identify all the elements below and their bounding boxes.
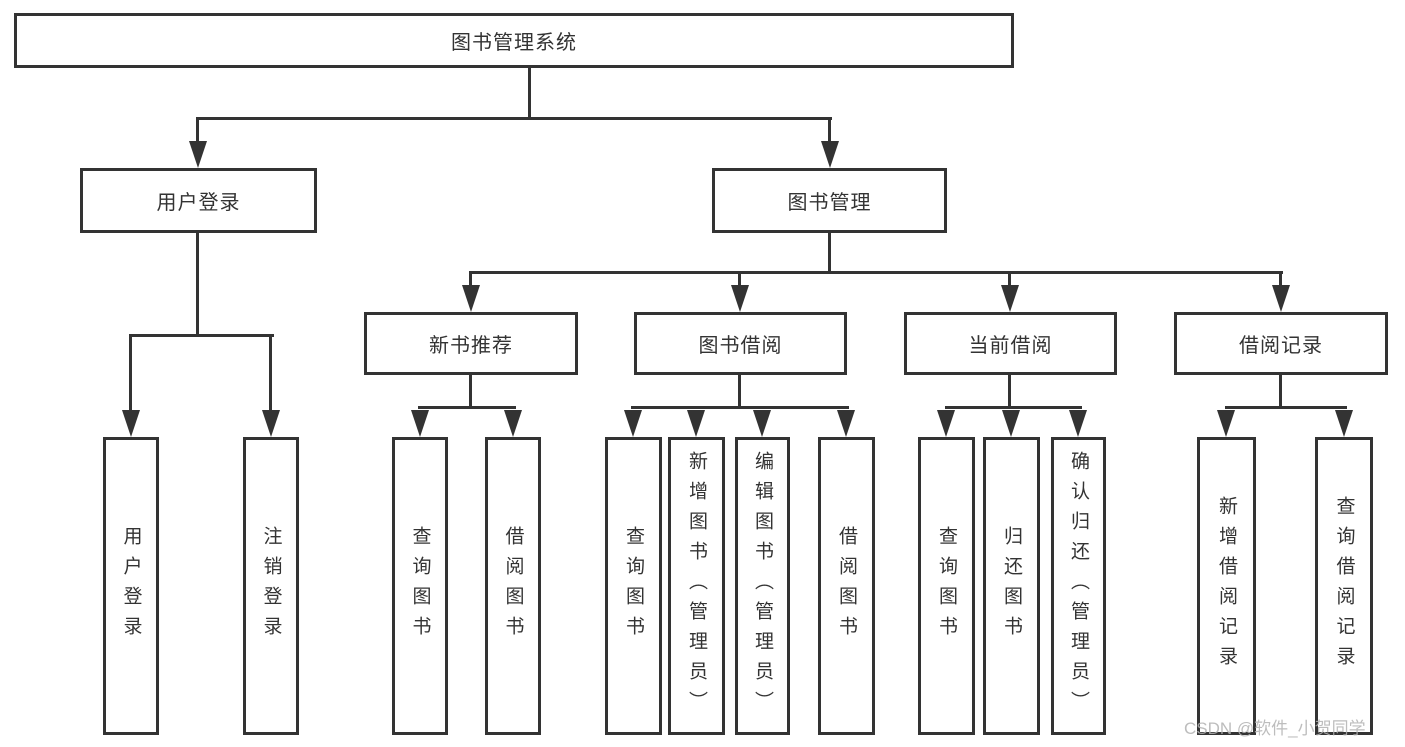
leaf-add-books-admin: 新增图书（管理员） — [668, 437, 725, 735]
leaf-label: 归还图书 — [1001, 526, 1022, 646]
node-book-borrowing: 图书借阅 — [634, 312, 847, 375]
arrowhead — [937, 410, 955, 437]
connector-line — [196, 233, 199, 337]
connector-line — [738, 271, 741, 287]
arrowhead — [753, 410, 771, 437]
arrowhead — [1335, 410, 1353, 437]
leaf-label: 注销登录 — [260, 526, 282, 646]
leaf-borrow-books: 借阅图书 — [818, 437, 875, 735]
leaf-query-books-current: 查询图书 — [918, 437, 975, 735]
leaf-label: 用户登录 — [120, 526, 142, 646]
arrowhead — [1069, 410, 1087, 437]
connector-line — [828, 117, 831, 145]
node-borrowing-records: 借阅记录 — [1174, 312, 1388, 375]
leaf-label: 借阅图书 — [502, 526, 524, 646]
node-label: 当前借阅 — [968, 335, 1053, 357]
node-label: 图书借阅 — [698, 335, 783, 357]
node-user-login: 用户登录 — [80, 168, 317, 233]
connector-line — [631, 406, 849, 409]
connector-line — [129, 334, 274, 337]
connector-line — [469, 271, 472, 287]
arrowhead — [189, 141, 207, 168]
leaf-query-books-recommend: 查询图书 — [392, 437, 448, 735]
arrowhead — [821, 141, 839, 168]
csdn-watermark: CSDN @软件_小贺同学 — [1184, 719, 1366, 738]
node-label: 新书推荐 — [429, 335, 513, 357]
leaf-label: 查询图书 — [409, 526, 431, 646]
leaf-borrow-books-recommend: 借阅图书 — [485, 437, 541, 735]
arrowhead — [624, 410, 642, 437]
node-label: 用户登录 — [156, 192, 241, 214]
arrowhead — [1001, 285, 1019, 312]
connector-line — [1279, 375, 1282, 409]
leaf-label: 借阅图书 — [836, 526, 857, 646]
connector-line — [1008, 271, 1011, 287]
arrowhead — [1272, 285, 1290, 312]
leaf-label: 新增借阅记录 — [1216, 496, 1237, 676]
node-label: 借阅记录 — [1239, 335, 1323, 357]
leaf-return-books: 归还图书 — [983, 437, 1040, 735]
leaf-user-login: 用户登录 — [103, 437, 159, 735]
connector-line — [469, 271, 1283, 274]
leaf-add-borrow-record: 新增借阅记录 — [1197, 437, 1256, 735]
leaf-label: 查询图书 — [623, 526, 644, 646]
leaf-confirm-return-admin: 确认归还（管理员） — [1051, 437, 1106, 735]
node-label: 图书管理系统 — [451, 32, 577, 54]
arrowhead — [731, 285, 749, 312]
connector-line — [1279, 271, 1282, 287]
node-label: 图书管理 — [787, 192, 872, 214]
node-book-management: 图书管理 — [712, 168, 947, 233]
connector-line — [738, 375, 741, 409]
connector-line — [418, 406, 516, 409]
leaf-query-books-borrow: 查询图书 — [605, 437, 662, 735]
node-current-borrowing: 当前借阅 — [904, 312, 1117, 375]
leaf-logout: 注销登录 — [243, 437, 299, 735]
connector-line — [828, 233, 831, 274]
node-library-management-system: 图书管理系统 — [14, 13, 1014, 68]
arrowhead — [837, 410, 855, 437]
connector-line — [129, 334, 132, 412]
arrowhead — [411, 410, 429, 437]
arrowhead — [1217, 410, 1235, 437]
leaf-edit-books-admin: 编辑图书（管理员） — [735, 437, 790, 735]
leaf-query-borrow-record: 查询借阅记录 — [1315, 437, 1373, 735]
leaf-label: 编辑图书（管理员） — [752, 451, 773, 721]
connector-line — [196, 117, 199, 145]
leaf-label: 查询图书 — [936, 526, 957, 646]
arrowhead — [1002, 410, 1020, 437]
leaf-label: 确认归还（管理员） — [1068, 451, 1089, 721]
connector-line — [528, 68, 531, 118]
arrowhead — [462, 285, 480, 312]
arrowhead — [262, 410, 280, 437]
connector-line — [196, 117, 832, 120]
connector-line — [269, 334, 272, 412]
arrowhead — [687, 410, 705, 437]
node-new-book-recommend: 新书推荐 — [364, 312, 578, 375]
leaf-label: 新增图书（管理员） — [686, 451, 707, 721]
connector-line — [1008, 375, 1011, 409]
arrowhead — [504, 410, 522, 437]
connector-line — [945, 406, 1082, 409]
leaf-label: 查询借阅记录 — [1333, 496, 1355, 676]
connector-line — [469, 375, 472, 409]
connector-line — [1225, 406, 1347, 409]
arrowhead — [122, 410, 140, 437]
